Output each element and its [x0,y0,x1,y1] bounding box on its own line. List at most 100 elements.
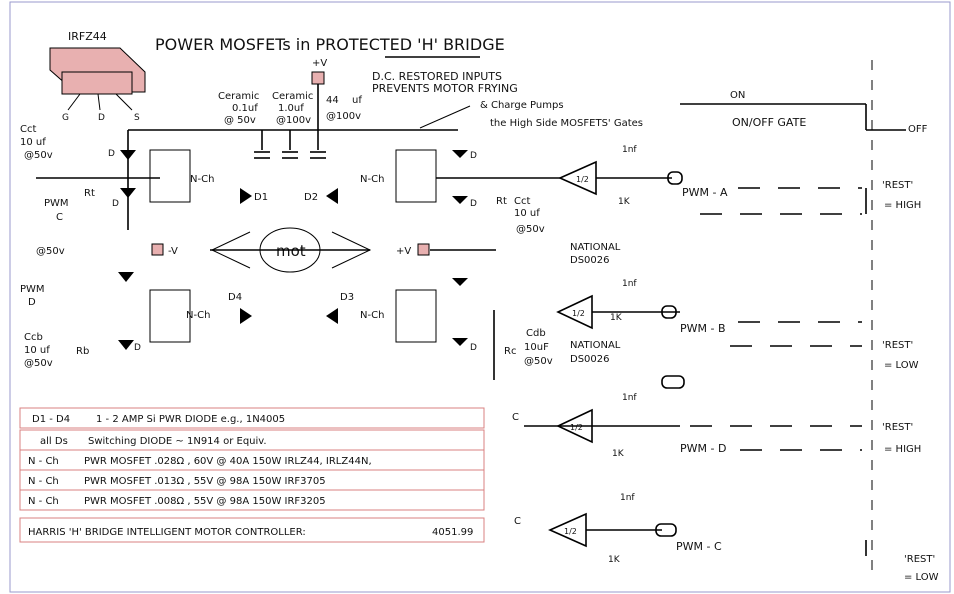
diode-low-left-2 [118,340,134,350]
cap3-l3: @100v [326,111,361,122]
d3-label: D3 [340,292,354,303]
pwm-d-left-2: D [28,297,36,308]
drvd-res: 1K [612,449,625,459]
motor-arrow-right [331,231,372,269]
pwm-d-label: PWM - D [680,442,726,455]
diode-label-b: D [112,199,119,209]
diode-label-f: D [470,343,477,353]
rest-d: 'REST' [882,422,913,433]
row5-key: N - Ch [28,496,59,507]
drva-cap: 1nf [622,145,637,155]
driver-a-half: 1/2 [576,175,589,184]
drva-res: 1K [618,197,631,207]
off-label: OFF [908,124,928,135]
chip-label: IRFZ44 [68,30,107,43]
mosfet-q4 [395,289,437,343]
national-a-2: DS0026 [570,255,610,266]
low-b: = LOW [884,360,919,371]
row4-key: N - Ch [28,476,59,487]
diode-right-mid [452,196,468,204]
high-d: = HIGH [884,444,921,455]
motor-arrow-left [210,231,251,269]
row3-key: N - Ch [28,456,59,467]
cct-l2: 10 uf [20,137,46,148]
mosfet-q2 [395,149,437,203]
gate-label: ON/OFF GATE [732,116,806,129]
supply-terminal-top [311,71,325,85]
diode-right-top [452,150,468,158]
rest-a: 'REST' [882,180,913,191]
diode-left-top [120,150,136,160]
minus-v-label: -V [168,246,178,257]
rb-label: Rb [76,346,89,357]
at50v-left: @50v [36,246,65,257]
driver-c-half: 1/2 [564,527,577,536]
diode-d4 [240,308,252,324]
cap2-l1: Ceramic [272,91,313,102]
cdb-2: 10uF [524,342,549,353]
cdb-3: @50v [524,356,553,367]
rest-c: 'REST' [904,554,935,565]
footer-date: 4051.99 [432,527,473,538]
note-inputs-2: PREVENTS MOTOR FRYING [372,82,518,95]
pin-s: S [134,113,140,123]
ccb-2: 10 uf [24,345,50,356]
pin-g: G [62,113,69,123]
note-pumps-2: the High Side MOSFETS' Gates [490,118,643,129]
row5-val: PWR MOSFET .008Ω , 55V @ 98A 150W IRF320… [84,496,326,507]
note-pumps-1: & Charge Pumps [480,100,564,111]
motor-label: mot [276,242,306,260]
footer-title: HARRIS 'H' BRIDGE INTELLIGENT MOTOR CONT… [28,527,306,538]
drvc-res: 1K [608,555,621,565]
spec-table [19,407,485,543]
national-a-1: NATIONAL [570,242,621,253]
cap2-l2: 1.0uf [278,103,304,114]
d4-label: D4 [228,292,242,303]
plus-v-top: +V [312,58,327,69]
row1-key: D1 - D4 [32,414,70,425]
rc-label: Rc [504,346,516,357]
cap2-l3: @100v [276,115,311,126]
pwm-b-input[interactable] [661,305,677,319]
d1-label: D1 [254,192,268,203]
diagram-title: POWER MOSFETs in PROTECTED 'H' BRIDGE [155,35,505,54]
note-arrow [419,105,471,129]
diode-d1 [240,188,252,204]
pwm-b-connector[interactable] [661,375,685,389]
driver-d-c: C [512,412,519,423]
d2-label: D2 [304,192,318,203]
q1-type: N-Ch [190,174,214,185]
diode-label-c: D [470,151,477,161]
mosfet-package-icon [49,47,146,111]
cct-r2: 10 uf [514,208,540,219]
diode-left-mid [120,188,136,198]
cct-l3: @50v [24,150,53,161]
row2-key: all Ds [40,436,68,447]
cap1-l1: Ceramic [218,91,259,102]
cap1-l3: @ 50v [224,115,256,126]
ccb-3: @50v [24,358,53,369]
drvb-cap: 1nf [622,279,637,289]
drvc-cap: 1nf [620,493,635,503]
canvas-border [9,1,951,593]
note-inputs-1: D.C. RESTORED INPUTS [372,70,502,83]
driver-c-c: C [514,516,521,527]
pwm-a-input[interactable] [667,171,683,185]
pwm-a-label: PWM - A [682,186,728,199]
diode-d2 [326,188,338,204]
driver-b-half: 1/2 [572,309,585,318]
diode-right-low [452,278,468,286]
pin-d: D [98,113,105,123]
diode-label-e: D [134,343,141,353]
drvb-res: 1K [610,313,623,323]
pwm-c-input[interactable] [655,523,677,537]
plus-v-label: +V [396,246,411,257]
mosfet-q3 [149,289,191,343]
rt-right: Rt [496,196,507,207]
pwm-b-label: PWM - B [680,322,726,335]
rest-b: 'REST' [882,340,913,351]
q4-type: N-Ch [360,310,384,321]
cap3-l2: uf [352,95,362,106]
minus-v-terminal [151,243,164,256]
